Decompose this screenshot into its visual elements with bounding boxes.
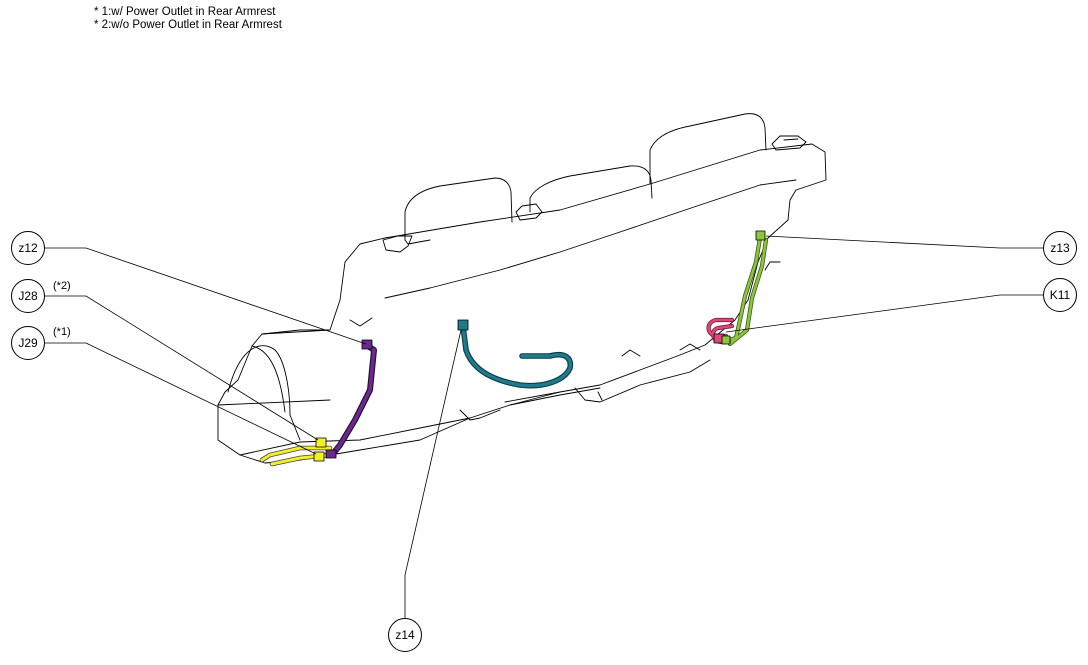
leader-j28 xyxy=(44,295,319,441)
leader-z14 xyxy=(404,329,462,618)
variant-label-j29: (*1) xyxy=(53,326,71,338)
leader-z12 xyxy=(44,247,367,345)
connector-z13 xyxy=(755,230,766,241)
connector-purple-joint xyxy=(325,449,337,459)
leader-k11 xyxy=(725,294,1044,333)
callout-k11: K11 xyxy=(1043,278,1077,312)
callout-z12: z12 xyxy=(11,231,45,265)
seat-outline xyxy=(217,113,827,464)
footnote-1: * 1:w/ Power Outlet in Rear Armrest xyxy=(94,6,276,18)
callout-j28: J28 xyxy=(11,279,45,313)
harness-z12 xyxy=(330,344,376,457)
footnote-2: * 2:w/o Power Outlet in Rear Armrest xyxy=(94,19,282,31)
connector-z12 xyxy=(361,339,373,350)
footnotes: * 1:w/ Power Outlet in Rear Armrest * 2:… xyxy=(94,6,282,32)
callout-j29: J29 xyxy=(11,326,45,360)
leader-j29 xyxy=(44,342,317,455)
leader-z13 xyxy=(765,235,1044,249)
connector-j29 xyxy=(313,451,325,462)
callout-z13: z13 xyxy=(1043,231,1077,265)
connector-k11-joint xyxy=(721,335,731,345)
connector-j28 xyxy=(315,437,327,448)
harness-z13 xyxy=(720,236,768,346)
variant-label-j28: (*2) xyxy=(53,280,71,292)
connector-z14 xyxy=(457,319,469,331)
callout-z14: z14 xyxy=(388,618,422,652)
harness-z14 xyxy=(461,324,573,388)
wire-harnesses xyxy=(259,230,769,467)
leader-lines xyxy=(44,235,1044,618)
